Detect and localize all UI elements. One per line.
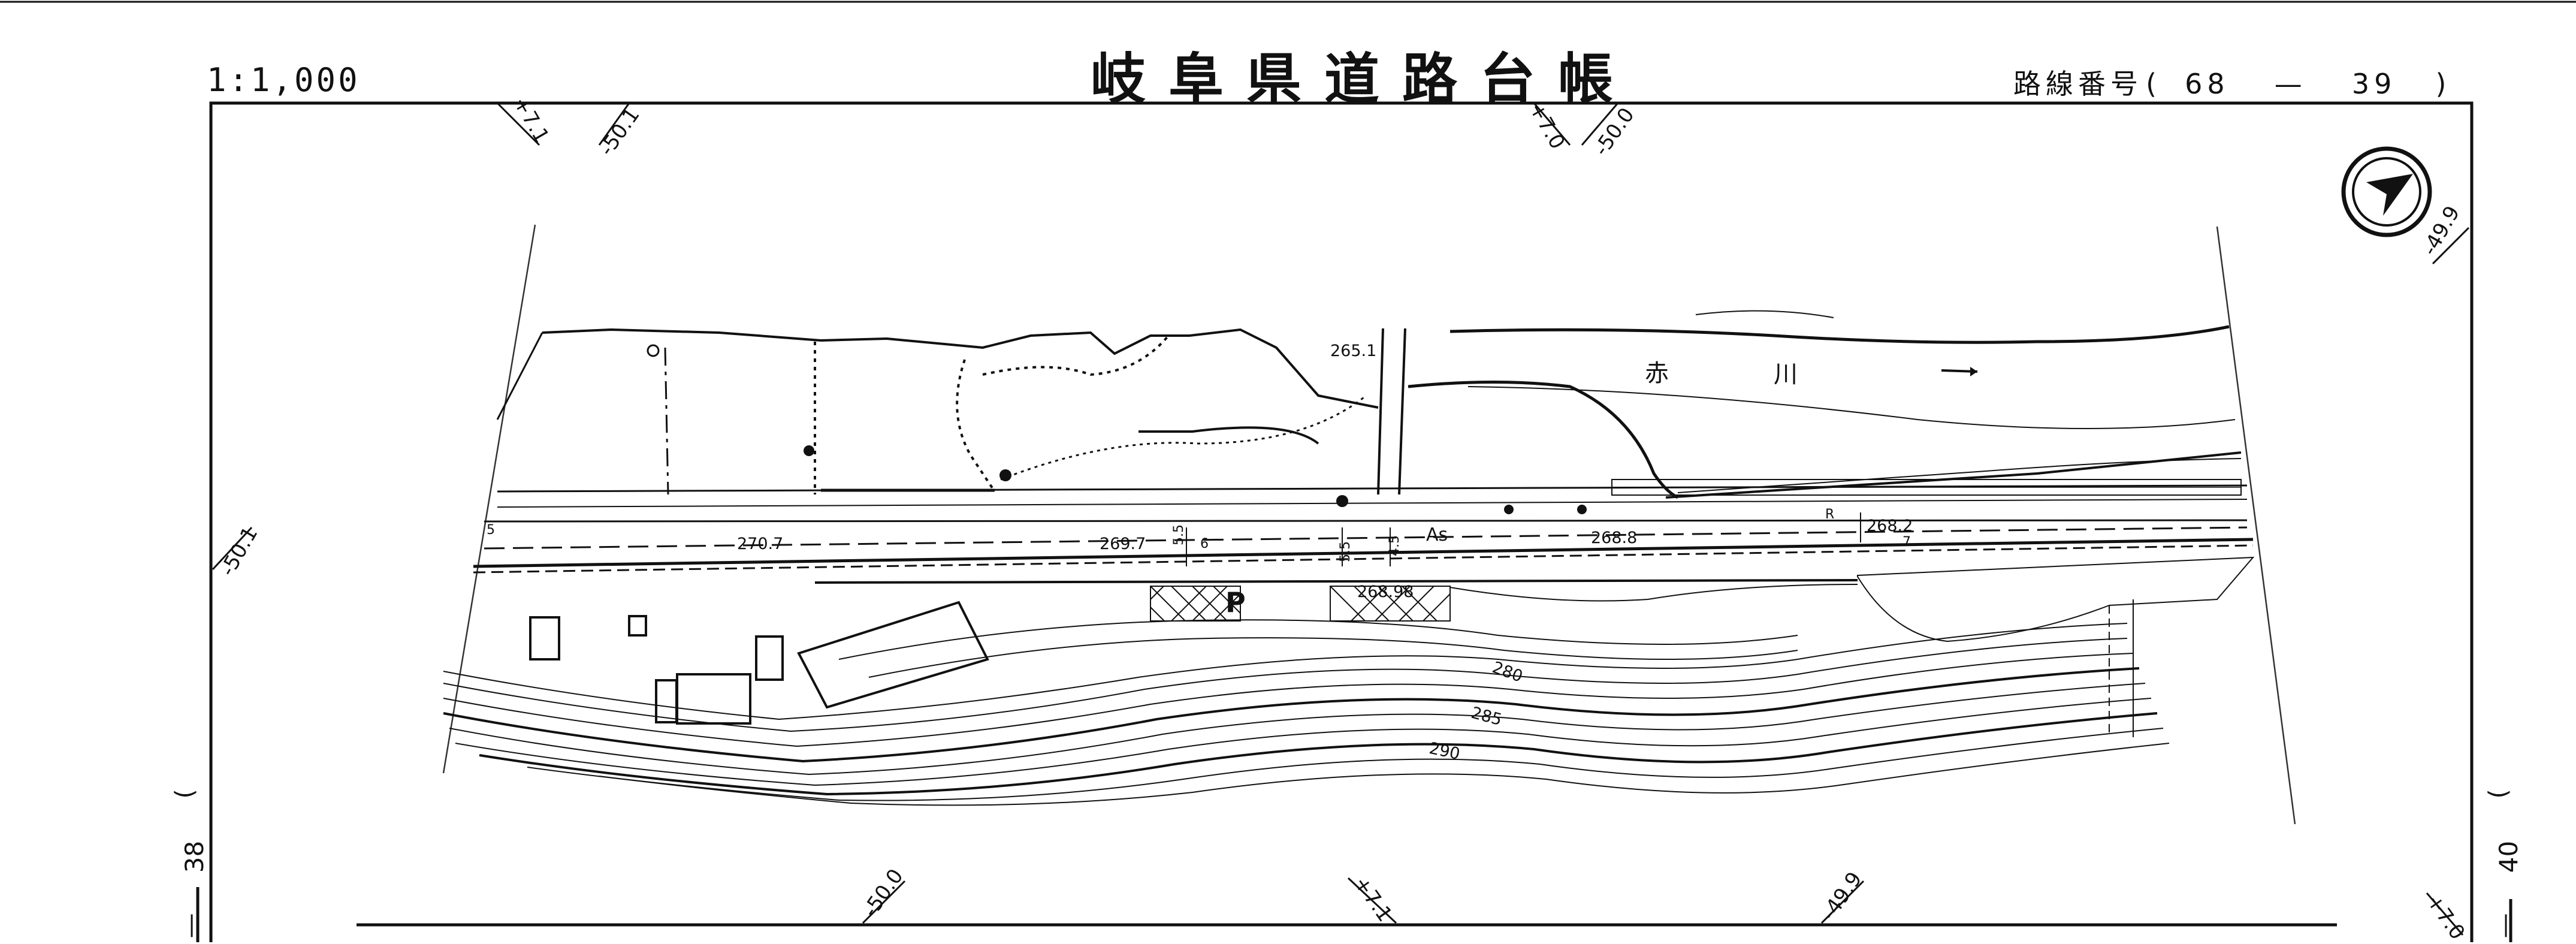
lane-width: 4.5 bbox=[1387, 535, 1402, 556]
elevation-label: 269.7 bbox=[1100, 535, 1146, 553]
route-dash: — bbox=[2274, 68, 2307, 100]
lane-width: 5 bbox=[487, 523, 495, 538]
lane-width: 5.5 bbox=[1338, 541, 1353, 562]
adjacent-sheet-left: 38 bbox=[180, 840, 210, 873]
north-arrow-icon bbox=[2341, 146, 2432, 237]
survey-boundary bbox=[442, 224, 2296, 825]
road-surface-label: As bbox=[1426, 524, 1448, 545]
elevation-label: 270.7 bbox=[737, 535, 784, 553]
river-name-char: 赤 bbox=[1645, 360, 1669, 387]
north-terrain bbox=[496, 310, 2248, 508]
lane-width: 6 bbox=[1200, 536, 1209, 551]
adjacent-sheet-right: 40 bbox=[2494, 840, 2524, 873]
coordinate-ticks bbox=[212, 102, 2470, 936]
lane-width: 5.5 bbox=[1171, 524, 1186, 545]
adjacent-sheet-right-paren: ) bbox=[2484, 789, 2514, 799]
lane-width: 7 bbox=[1902, 535, 1911, 550]
hydrant-icon bbox=[647, 344, 660, 357]
adjacent-sheet-left-paren: ) bbox=[171, 789, 201, 799]
elevation-label: 268.2 bbox=[1867, 517, 1913, 535]
elevation-label: 265.1 bbox=[1330, 342, 1377, 360]
page-title: 岐阜県道路台帳 bbox=[1091, 47, 1636, 111]
route-open-paren: ( bbox=[2146, 68, 2162, 100]
map-scale: 1:1,000 bbox=[207, 61, 360, 99]
route-label: 路線番号 bbox=[2013, 68, 2143, 100]
stipple-area bbox=[1857, 556, 2255, 737]
river-name-char: 川 bbox=[1774, 361, 1798, 388]
adjacent-sheet-left-dash: — bbox=[175, 913, 205, 939]
route-close-paren: ) bbox=[2435, 68, 2451, 100]
r-mark: R bbox=[1825, 507, 1835, 522]
parking-label: P bbox=[1225, 586, 1246, 619]
route-section: 39 bbox=[2351, 68, 2397, 100]
survey-points bbox=[804, 445, 1587, 514]
contour-lines bbox=[443, 584, 2170, 806]
road bbox=[473, 512, 2254, 584]
route-number: 68 bbox=[2185, 68, 2230, 100]
buildings bbox=[529, 601, 989, 725]
route-number-block: 路線番号 ( 68 — 39 ) bbox=[2013, 62, 2451, 102]
elevation-label: 268.98 bbox=[1357, 583, 1414, 601]
adjacent-sheet-right-dash: — bbox=[2489, 913, 2519, 939]
elevation-label: 268.8 bbox=[1591, 529, 1638, 547]
